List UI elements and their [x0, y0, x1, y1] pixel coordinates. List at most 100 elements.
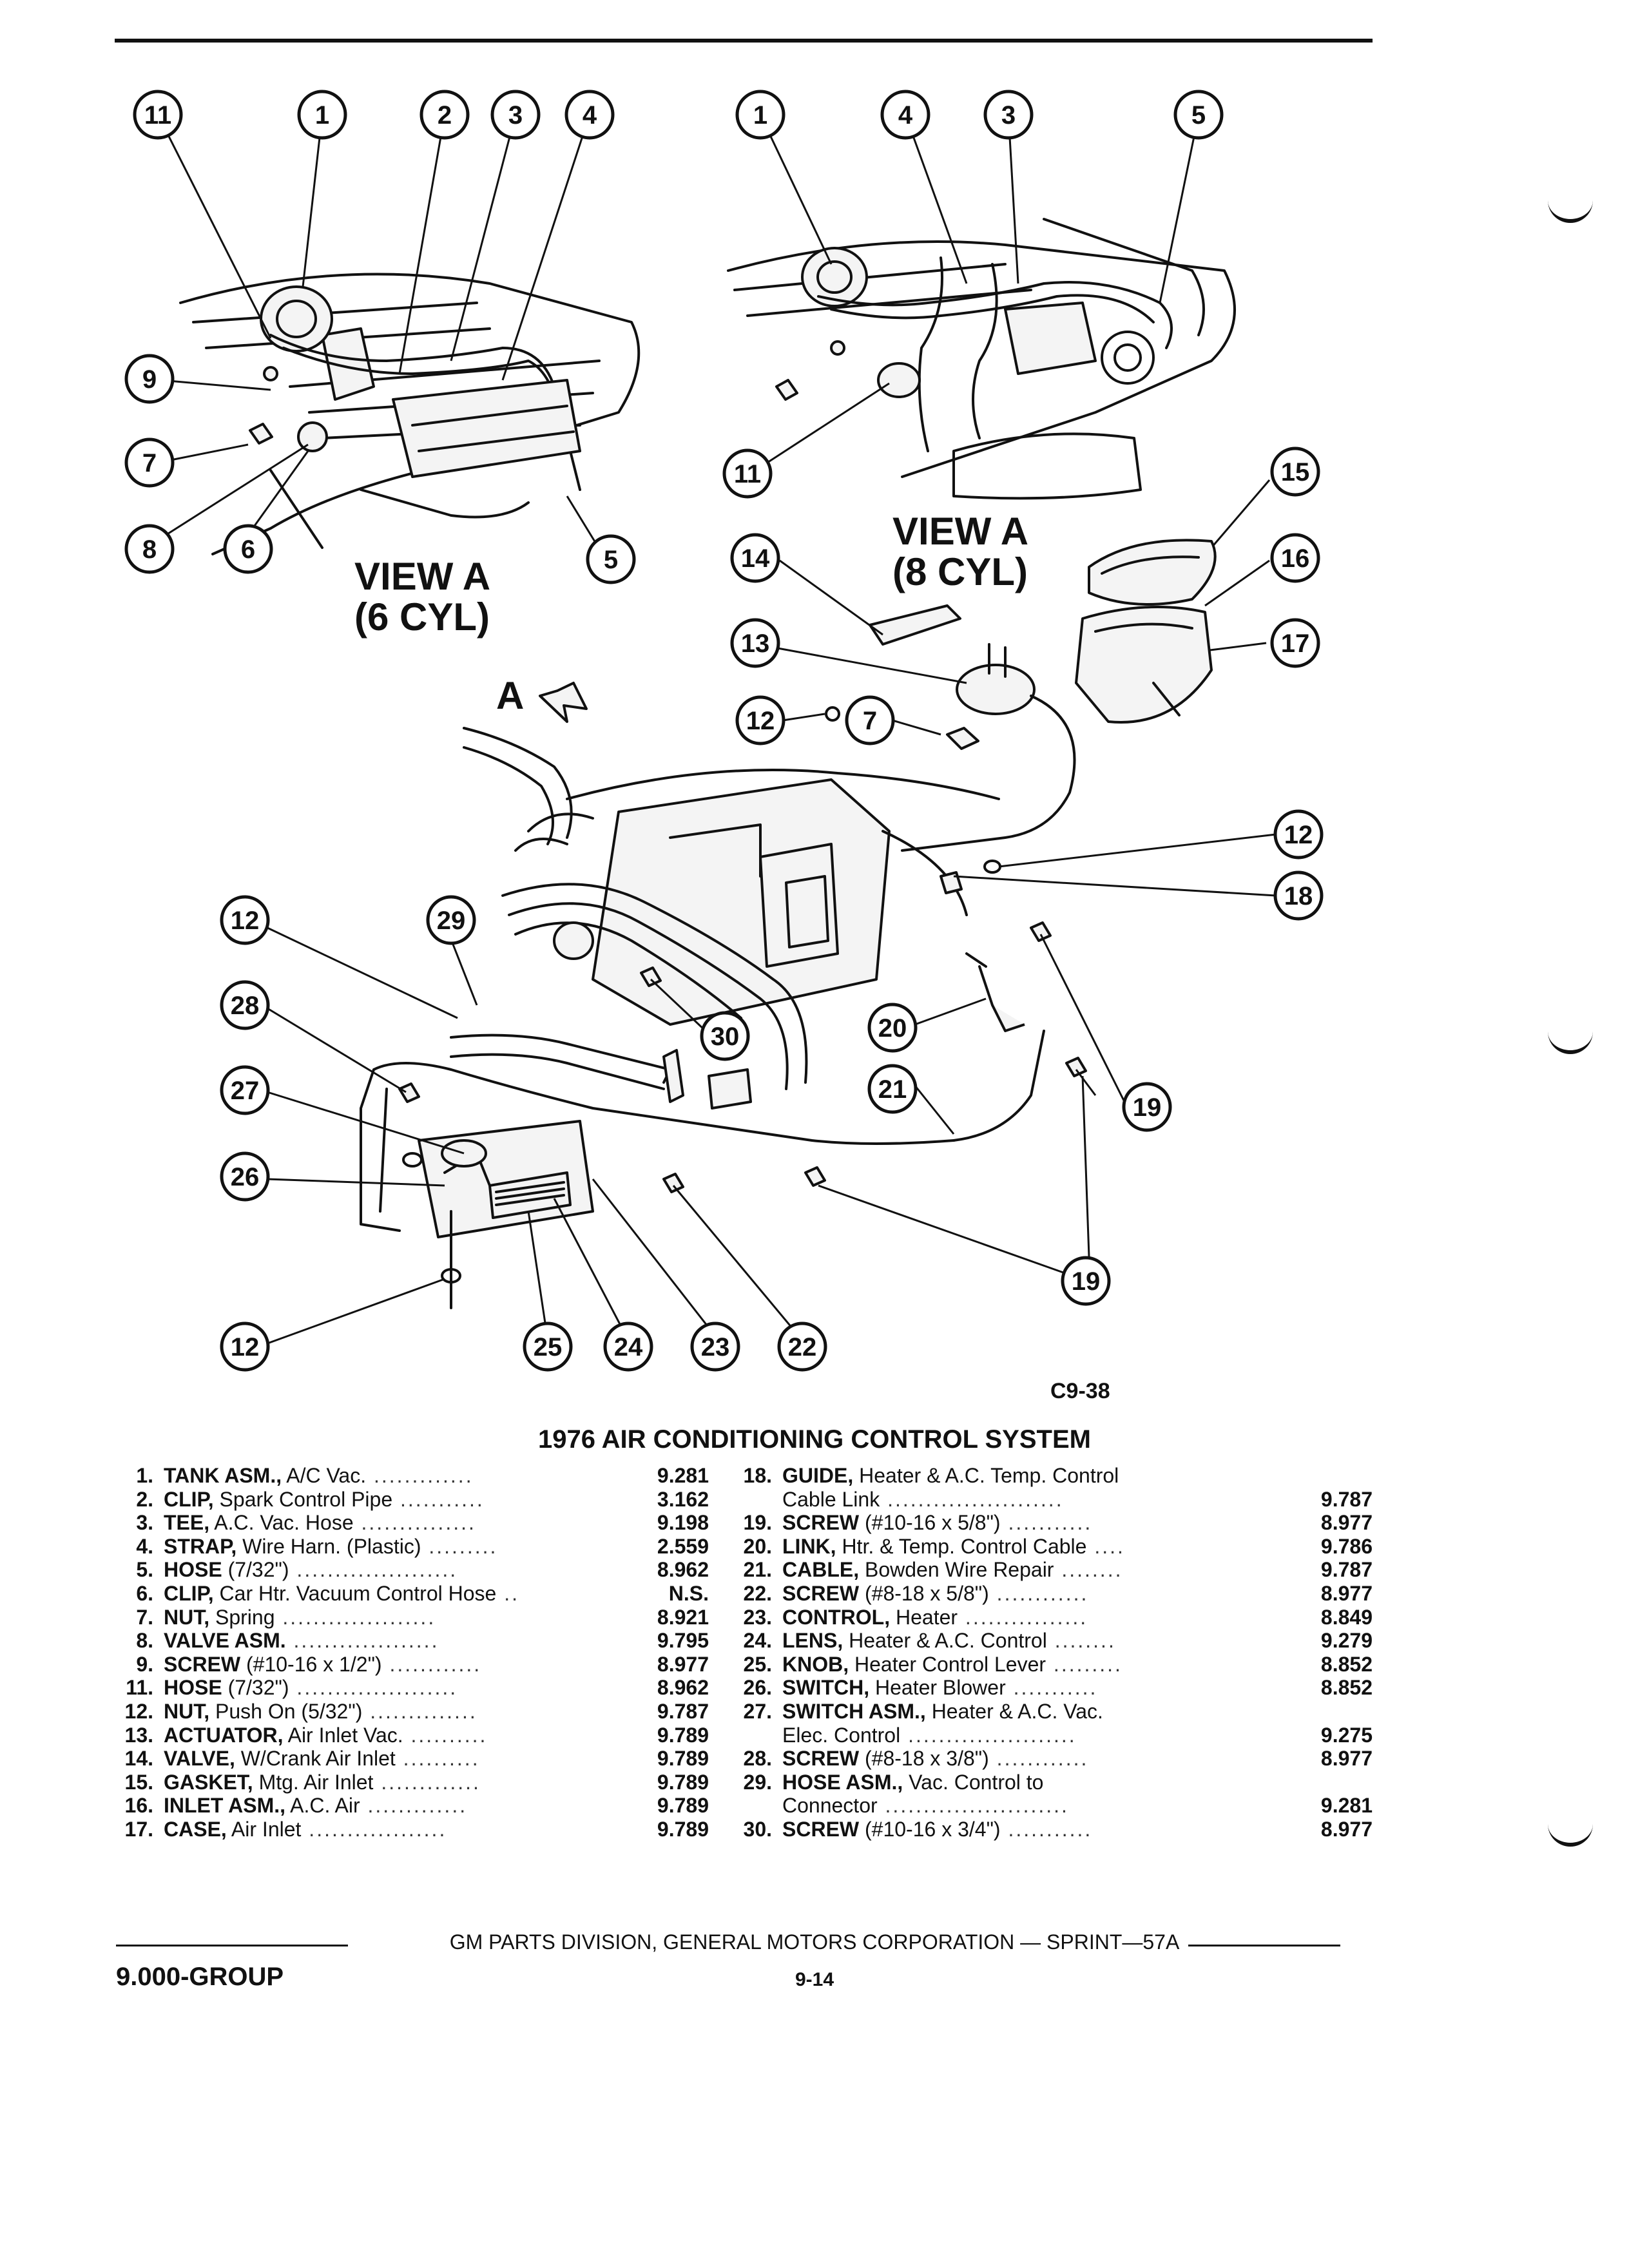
svg-text:1: 1 — [753, 101, 767, 130]
leader-dots: ...................... — [900, 1723, 1077, 1747]
svg-text:24: 24 — [614, 1333, 643, 1361]
svg-text:19: 19 — [1133, 1093, 1162, 1122]
parts-row: 16.INLET ASM., A.C. Air .............9.7… — [110, 1794, 709, 1818]
group-code: 9.787 — [657, 1699, 709, 1723]
part-description: CASE, Air Inlet .................. — [164, 1818, 447, 1841]
callout-14: 14 — [730, 533, 780, 583]
part-name: TANK ASM., — [164, 1464, 282, 1487]
svg-text:3: 3 — [508, 101, 523, 130]
binding-mark-2 — [1548, 1024, 1593, 1054]
part-detail: Car Htr. Vacuum Control Hose — [213, 1581, 497, 1605]
callout-22: 22 — [777, 1321, 827, 1372]
callout-7-lower: 7 — [845, 695, 895, 745]
group-code: 9.789 — [657, 1723, 709, 1747]
part-detail: A.C. Air — [285, 1794, 360, 1818]
engine-6cyl-sketch — [179, 273, 641, 555]
leader-dots: ............. — [373, 1770, 481, 1794]
svg-text:26: 26 — [231, 1163, 260, 1191]
leader-dots: ........ — [1054, 1558, 1123, 1582]
leader-dots: .................... — [275, 1605, 436, 1629]
callout-3-6cyl: 3 — [490, 90, 541, 140]
part-detail: Spring — [209, 1605, 275, 1629]
group-code: 9.787 — [1320, 1487, 1373, 1511]
leader-dots: .............. — [362, 1699, 477, 1723]
part-name: STRAP, — [164, 1534, 237, 1558]
group-code: 9.789 — [657, 1817, 709, 1841]
part-number: 26. — [743, 1676, 772, 1700]
part-description: VALVE ASM. ................... — [164, 1629, 439, 1653]
group-code: 8.962 — [657, 1558, 709, 1582]
part-name: KNOB, — [782, 1652, 849, 1676]
group-code: 9.786 — [1320, 1534, 1373, 1558]
part-name: LENS, — [782, 1629, 843, 1653]
part-number: 14. — [124, 1747, 153, 1771]
part-number: 30. — [743, 1817, 772, 1841]
part-name: VALVE, — [164, 1747, 235, 1771]
part-number: 27. — [743, 1699, 772, 1723]
callout-12-main-2: 12 — [220, 1321, 270, 1372]
part-description: LINK, Htr. & Temp. Control Cable .... — [782, 1535, 1125, 1559]
part-description: Elec. Control ...................... — [782, 1724, 1077, 1747]
callouts-6cyl: 11 1 2 3 4 9 7 8 6 5 VIEW A (6 CYL) — [124, 90, 636, 639]
callout-1-6cyl: 1 — [297, 90, 347, 140]
footer-rule-left — [116, 1945, 348, 1946]
svg-text:27: 27 — [231, 1077, 260, 1105]
callout-12-upper: 12 — [735, 695, 786, 745]
part-detail: Elec. Control — [782, 1723, 901, 1747]
part-description: HOSE (7/32") ..................... — [164, 1676, 458, 1700]
page-title: 1976 AIR CONDITIONING CONTROL SYSTEM — [538, 1425, 1091, 1454]
group-code: 8.852 — [1320, 1652, 1373, 1676]
svg-text:28: 28 — [231, 992, 260, 1020]
group-code: 9.789 — [657, 1794, 709, 1818]
part-description: SCREW (#10-16 x 1/2") ............ — [164, 1653, 481, 1677]
part-name: CLIP, — [164, 1487, 214, 1511]
part-name: SCREW — [164, 1652, 241, 1676]
leader-dots: ....................... — [880, 1487, 1064, 1511]
parts-row: 6.CLIP, Car Htr. Vacuum Control Hose ..N… — [110, 1582, 709, 1606]
part-number: 20. — [743, 1534, 772, 1558]
part-detail: Heater & A.C. Vac. — [925, 1699, 1103, 1723]
part-detail: Heater Control Lever — [849, 1652, 1046, 1676]
group-code: 8.977 — [1320, 1511, 1373, 1535]
callouts-main: 12 29 28 27 26 12 30 20 21 12 18 19 19 2… — [220, 809, 1324, 1372]
part-detail: (#10-16 x 5/8") — [859, 1511, 1001, 1535]
part-description: ACTUATOR, Air Inlet Vac. .......... — [164, 1724, 487, 1747]
part-description: CLIP, Car Htr. Vacuum Control Hose .. — [164, 1582, 519, 1606]
parts-row: 2.CLIP, Spark Control Pipe ...........3.… — [110, 1488, 709, 1512]
leader-dots: .... — [1086, 1534, 1125, 1558]
parts-row: 20. LINK, Htr. & Temp. Control Cable ....… — [728, 1535, 1373, 1559]
part-detail: (7/32") — [222, 1676, 289, 1700]
callout-3-8cyl: 3 — [983, 90, 1034, 140]
part-description: CONTROL, Heater ................ — [782, 1606, 1088, 1629]
callout-24: 24 — [603, 1321, 653, 1372]
callout-30: 30 — [700, 1011, 750, 1061]
callout-20: 20 — [867, 1003, 918, 1053]
leader-dots: ............... — [353, 1511, 476, 1535]
callout-12-right: 12 — [1273, 809, 1324, 860]
part-number: 4. — [136, 1534, 153, 1558]
parts-row: 8.VALVE ASM. ...................9.795 — [110, 1629, 709, 1653]
part-name: HOSE — [164, 1676, 222, 1700]
part-number: 9. — [136, 1652, 153, 1676]
parts-row: 1.TANK ASM., A/C Vac. .............9.281 — [110, 1464, 709, 1488]
callout-18: 18 — [1273, 870, 1324, 921]
part-number: 12. — [124, 1699, 153, 1723]
group-code: 8.977 — [657, 1652, 709, 1676]
part-detail: Spark Control Pipe — [213, 1487, 393, 1511]
leader-dots: .................. — [301, 1817, 447, 1841]
svg-text:3: 3 — [1001, 101, 1016, 130]
svg-text:9: 9 — [142, 365, 157, 394]
callout-16: 16 — [1270, 533, 1320, 583]
group-code: 2.559 — [657, 1534, 709, 1558]
leader-dots: .......... — [403, 1723, 488, 1747]
leader-dots: ............ — [381, 1652, 482, 1676]
callout-8-6cyl: 8 — [124, 524, 175, 574]
view-a-8cyl-line1: VIEW A — [892, 510, 1028, 553]
air-inlet-parts — [869, 539, 1217, 852]
part-name: SWITCH ASM., — [782, 1699, 926, 1723]
group-code: 8.852 — [1320, 1676, 1373, 1700]
group-code: 9.789 — [657, 1770, 709, 1794]
leader-dots: .. — [496, 1581, 519, 1605]
part-detail: Heater Blower — [869, 1676, 1006, 1700]
binding-mark-3 — [1548, 1817, 1593, 1847]
